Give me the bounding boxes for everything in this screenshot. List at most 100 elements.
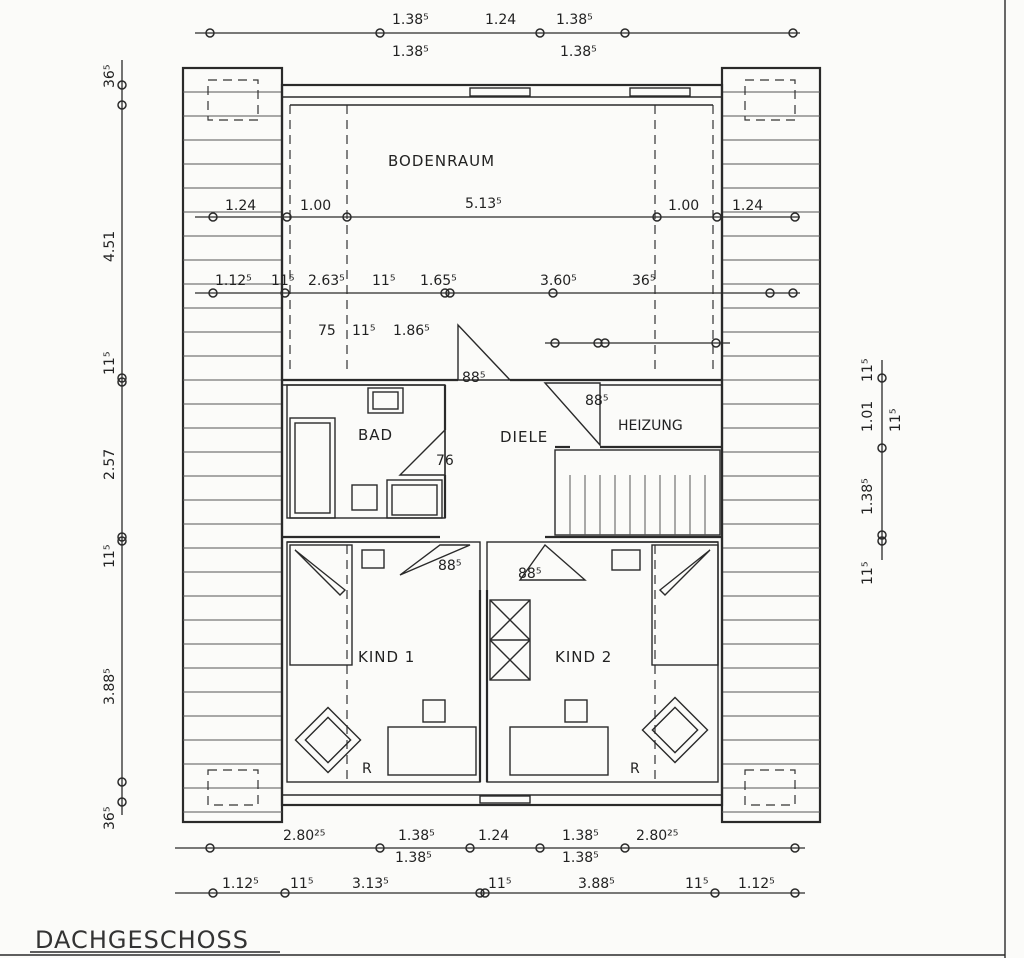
dims-left: 36⁵ 4.51 11⁵ 2.57 11⁵ 3.88⁵ 36⁵: [102, 65, 118, 830]
dimension-point: [375, 843, 385, 853]
door-label: 88⁵: [438, 558, 461, 574]
dimension-point: [117, 797, 127, 807]
dimension-point: [711, 338, 721, 348]
dim-label: 1.38⁵: [560, 44, 597, 60]
staircase: [554, 449, 721, 536]
dimension-point: [877, 443, 887, 453]
dimension-point: [620, 843, 630, 853]
dimension-lines: [117, 28, 887, 898]
dimension-point: [208, 288, 218, 298]
dim-label: 1.00: [300, 198, 331, 214]
dim-label: 1.24: [485, 12, 516, 28]
dimension-point: [877, 536, 887, 546]
dim-label: 36⁵: [632, 273, 655, 289]
dim-label: 11⁵: [271, 273, 294, 289]
doors: [398, 323, 601, 581]
dim-label: 36⁵: [102, 807, 118, 830]
dimension-point: [475, 888, 485, 898]
dim-label: 11⁵: [102, 352, 118, 375]
dim-label: 1.24: [732, 198, 763, 214]
dimension-point: [117, 377, 127, 387]
dim-label: 75: [318, 323, 336, 339]
dim-label: 11⁵: [685, 876, 708, 892]
dimension-point: [280, 888, 290, 898]
dimension-point: [280, 288, 290, 298]
furniture: [289, 387, 719, 776]
dimension-point: [440, 288, 450, 298]
dim-label: 11⁵: [372, 273, 395, 289]
radiator-mark: R: [630, 761, 640, 777]
dimension-point: [593, 338, 603, 348]
dim-label: 1.01: [860, 401, 876, 432]
dimension-point: [710, 888, 720, 898]
dimension-point: [465, 843, 475, 853]
dim-label: 2.80²⁵: [283, 828, 325, 844]
dim-label: 2.80²⁵: [636, 828, 678, 844]
dimension-point: [205, 843, 215, 853]
dim-label: 1.12⁵: [222, 876, 259, 892]
dimension-point: [550, 338, 560, 348]
room-label-kind-2: KIND 2: [555, 648, 612, 666]
dim-label: 3.88⁵: [102, 668, 118, 705]
dim-label: 1.12⁵: [215, 273, 252, 289]
dim-label: 3.88⁵: [578, 876, 615, 892]
dimension-point: [117, 80, 127, 90]
dim-label: 1.86⁵: [393, 323, 430, 339]
dim-label: 1.38⁵: [392, 44, 429, 60]
dim-label: 11⁵: [352, 323, 375, 339]
dim-label: 5.13⁵: [465, 196, 502, 212]
dim-label: 1.38⁵: [398, 828, 435, 844]
dimension-point: [117, 532, 127, 542]
room-label-kind-1: KIND 1: [358, 648, 415, 666]
room-label-heizung: HEIZUNG: [618, 418, 683, 434]
dimension-point: [790, 212, 800, 222]
dim-label: 2.63⁵: [308, 273, 345, 289]
dimension-point: [445, 288, 455, 298]
dimension-point: [788, 288, 798, 298]
dimension-point: [790, 843, 800, 853]
dimension-point: [282, 212, 292, 222]
dim-label: 11⁵: [860, 359, 876, 382]
room-label-bodenraum: BODENRAUM: [388, 152, 495, 170]
dim-label: 11⁵: [488, 876, 511, 892]
dimension-point: [765, 288, 775, 298]
dimension-point: [652, 212, 662, 222]
dimension-point: [117, 777, 127, 787]
dimension-point: [600, 338, 610, 348]
dimension-point: [712, 212, 722, 222]
dimension-point: [480, 888, 490, 898]
dimension-point: [535, 28, 545, 38]
dimension-point: [208, 212, 218, 222]
dim-label: 3.60⁵: [540, 273, 577, 289]
dim-label: 11⁵: [860, 562, 876, 585]
dimension-point: [790, 888, 800, 898]
dimension-point: [117, 373, 127, 383]
dimension-point: [117, 536, 127, 546]
dimension-point: [375, 28, 385, 38]
dim-label: 2.57: [102, 449, 118, 480]
dim-label: 1.38⁵: [395, 850, 432, 866]
dim-label: 1.65⁵: [420, 273, 457, 289]
dimension-point: [535, 843, 545, 853]
door-label: 88⁵: [518, 566, 541, 582]
dim-label: 1.38⁵: [860, 478, 876, 515]
dim-label: 1.38⁵: [556, 12, 593, 28]
dim-label: 1.00: [668, 198, 699, 214]
dim-label: 1.38⁵: [562, 850, 599, 866]
dimension-point: [117, 100, 127, 110]
dimension-point: [208, 888, 218, 898]
dimension-point: [620, 28, 630, 38]
dimension-point: [788, 28, 798, 38]
dim-label: 1.12⁵: [738, 876, 775, 892]
dimension-point: [548, 288, 558, 298]
room-label-diele: DIELE: [500, 428, 548, 446]
dim-label: 1.38⁵: [392, 12, 429, 28]
dimension-point: [877, 530, 887, 540]
door-label: 76: [436, 453, 454, 469]
roof-left: [181, 66, 284, 824]
door-label: 88⁵: [585, 393, 608, 409]
dim-label: 1.38⁵: [562, 828, 599, 844]
dim-label: 1.24: [225, 198, 256, 214]
door-label: 88⁵: [462, 370, 485, 386]
dim-label: 4.51: [102, 231, 118, 262]
